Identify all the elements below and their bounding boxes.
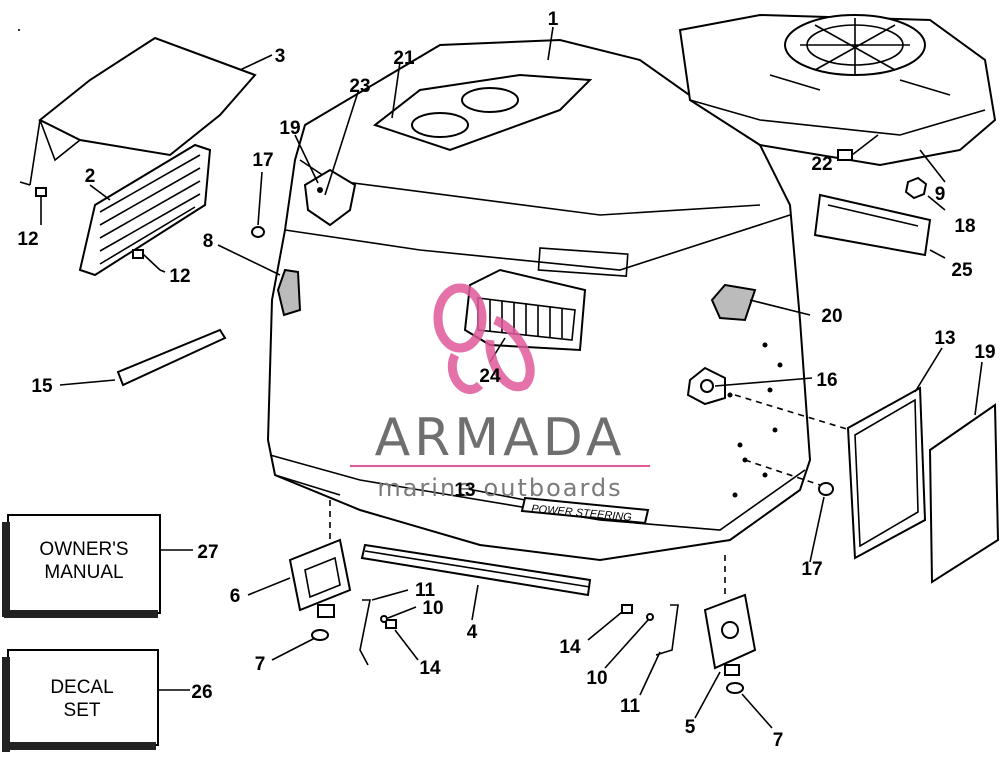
owners-manual-line1: OWNER'S [39, 539, 128, 560]
callout-12-left: 12 [17, 229, 38, 250]
callout-23: 23 [349, 76, 370, 97]
callout-16: 16 [816, 370, 837, 391]
bracket-11-left [359, 599, 371, 666]
owners-manual-line2: MANUAL [44, 562, 123, 583]
callout-25: 25 [951, 260, 973, 281]
callout-17-left: 17 [252, 150, 273, 171]
callout-14-left: 14 [419, 658, 441, 679]
callout-26: 26 [191, 682, 212, 703]
callout-8: 8 [203, 231, 214, 252]
trim-strip-4 [360, 543, 592, 597]
callout-7-left: 7 [255, 654, 266, 675]
plug-17-left [251, 226, 265, 238]
rubber-pad-20 [710, 283, 757, 322]
top-cover-3 [19, 36, 257, 186]
callout-21: 21 [393, 48, 415, 69]
callout-17-right: 17 [801, 559, 822, 580]
washer-10-right [646, 613, 654, 621]
callout-6: 6 [230, 586, 241, 607]
callout-13-right: 13 [934, 328, 955, 349]
callout-18: 18 [954, 216, 975, 237]
armada-watermark: ARMADA marine outboards [350, 283, 650, 502]
callout-11-left: 11 [415, 580, 436, 601]
callout-labels: 1 2 3 4 5 6 7 7 8 9 10 10 11 11 12 12 13… [17, 9, 995, 751]
watermark-brand: ARMADA [375, 408, 626, 468]
callout-12-right: 12 [169, 266, 190, 287]
decal-set-line2: SET [64, 700, 101, 721]
callout-11-right: 11 [620, 696, 641, 717]
callout-4: 4 [467, 622, 478, 643]
callout-3: 3 [275, 46, 286, 67]
callout-22: 22 [811, 154, 832, 175]
callout-2: 2 [85, 166, 96, 187]
screw-12-left [35, 187, 47, 210]
callout-27: 27 [197, 542, 218, 563]
callout-20: 20 [821, 306, 842, 327]
strip-15 [116, 328, 227, 387]
decal-set-box: DECAL SET [2, 649, 159, 752]
bracket-11-right [655, 604, 679, 656]
plate-19-left [303, 168, 357, 227]
callout-14-right: 14 [559, 637, 581, 658]
flywheel-cover [678, 13, 997, 167]
vent-grille [463, 247, 629, 352]
plate-19-right [928, 403, 1000, 584]
callout-1: 1 [548, 9, 559, 30]
callout-10-right: 10 [586, 668, 607, 689]
screw-22 [837, 134, 879, 161]
watermark-tagline: marine outboards [377, 474, 622, 502]
washer-10-left [380, 615, 388, 623]
owners-manual-box: OWNER'S MANUAL [2, 514, 161, 618]
callout-7-right: 7 [773, 730, 784, 751]
plug-7-right [726, 682, 744, 694]
latch-5 [703, 593, 757, 676]
decal-set-line1: DECAL [50, 677, 113, 698]
nut-18 [904, 176, 928, 200]
rubber-pad-8 [276, 268, 302, 317]
bracket-25 [813, 193, 932, 257]
grille-2 [78, 143, 212, 277]
leader-lines [18, 26, 983, 729]
screw-14-right [621, 604, 633, 614]
callout-19-left: 19 [279, 118, 300, 139]
propeller-logo-icon [433, 283, 535, 394]
callout-15: 15 [31, 376, 53, 397]
screw-14-left [385, 619, 397, 629]
screw-12-right [132, 249, 161, 271]
callout-24: 24 [479, 366, 501, 387]
latch-6 [288, 538, 352, 618]
callout-13-center: 13 [454, 480, 475, 501]
callout-9: 9 [935, 184, 946, 205]
gasket-13 [846, 386, 927, 560]
callout-19-right: 19 [974, 342, 995, 363]
plug-7-left [311, 629, 329, 641]
callout-5: 5 [685, 717, 696, 738]
callout-10-left: 10 [422, 598, 443, 619]
plug-17-right [818, 482, 834, 496]
